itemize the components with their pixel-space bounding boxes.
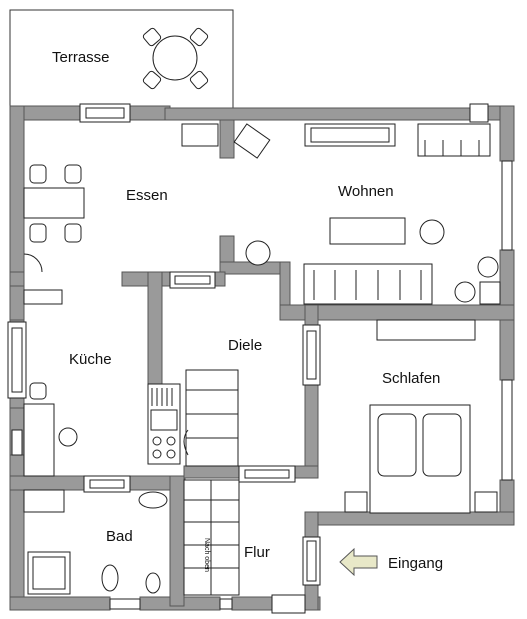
- windows: [7, 103, 513, 614]
- room-label-terrasse: Terrasse: [52, 49, 110, 66]
- door-swing-kitchen: [23, 253, 43, 273]
- room-label-bad: Bad: [106, 528, 133, 545]
- dining-table-set: [23, 164, 85, 243]
- bathroom-fixtures: [23, 489, 168, 595]
- kitchen-cabinet: [23, 289, 63, 305]
- room-label-schlafen: Schlafen: [382, 370, 440, 387]
- entrance-arrow-icon: [339, 547, 378, 577]
- room-label-diele: Diele: [228, 337, 262, 354]
- living-furniture: [181, 123, 501, 305]
- room-label-flur: Flur: [244, 544, 270, 561]
- room-label-wohnen: Wohnen: [338, 183, 394, 200]
- inner-openings: [83, 271, 321, 493]
- room-label-kueche: Küche: [69, 351, 112, 368]
- kitchen-appliances: [23, 382, 181, 477]
- stairs-note: Nach oben: [203, 538, 210, 572]
- staircase: [183, 369, 240, 596]
- bed: [344, 319, 498, 514]
- terrace-table-set: [142, 27, 209, 90]
- entrance-label: Eingang: [388, 555, 443, 572]
- room-label-essen: Essen: [126, 187, 168, 204]
- terrace-area: [9, 9, 234, 109]
